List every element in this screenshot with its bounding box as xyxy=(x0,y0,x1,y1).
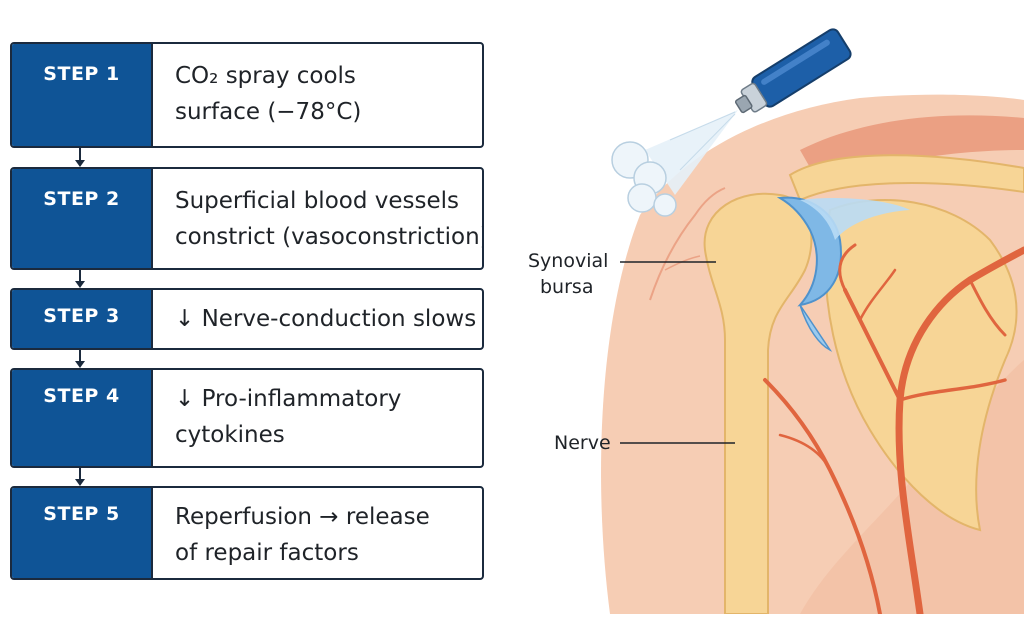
step-5-label: STEP 5 xyxy=(12,488,153,578)
nerve-callout: Nerve xyxy=(554,430,611,456)
bursa-lower xyxy=(799,304,833,352)
clavicle-bone xyxy=(788,154,1024,202)
spray-can-icon xyxy=(734,28,852,114)
bursa-callout-line1: Synovial xyxy=(528,250,609,272)
step-1-line1: CO₂ spray cools xyxy=(175,63,356,89)
step-2-line1: Superficial blood vessels xyxy=(175,188,459,214)
step-3-line1: ↓ Nerve-conduction slows xyxy=(175,306,477,332)
step-3-label: STEP 3 xyxy=(12,290,153,348)
humerus-bone xyxy=(703,192,813,615)
step-1-label: STEP 1 xyxy=(12,44,153,146)
steps-flowchart: STEP 1 CO₂ spray cools surface (−78°C) S… xyxy=(0,0,500,614)
step-5-line2: of repair factors xyxy=(175,540,359,566)
step-1-box: STEP 1 CO₂ spray cools surface (−78°C) xyxy=(10,42,484,148)
bursa-callout-line2: bursa xyxy=(540,276,594,298)
step-1-text: CO₂ spray cools surface (−78°C) xyxy=(153,44,482,146)
blood-vessels xyxy=(763,243,1024,618)
step-4-label: STEP 4 xyxy=(12,370,153,466)
step-2-text: Superficial blood vessels constrict (vas… xyxy=(153,169,484,268)
nerve-callout-label: Nerve xyxy=(554,432,611,454)
step-5-line1: Reperfusion → release xyxy=(175,504,430,530)
step-4-box: STEP 4 ↓ Pro-inflammatory cytokines xyxy=(10,368,484,468)
step-5-box: STEP 5 Reperfusion → release of repair f… xyxy=(10,486,484,580)
shoulder-anatomy-svg xyxy=(601,28,1024,618)
step-3-box: STEP 3 ↓ Nerve-conduction slows xyxy=(10,288,484,350)
bursa-callout: Synovial bursa xyxy=(528,248,608,300)
step-2-line2: constrict (vasoconstriction) xyxy=(175,224,484,250)
shoulder-illustration: Synovial bursa Nerve xyxy=(500,0,1024,618)
step-2-box: STEP 2 Superficial blood vessels constri… xyxy=(10,167,484,270)
step-4-line1: ↓ Pro-inflammatory xyxy=(175,386,402,412)
step-4-text: ↓ Pro-inflammatory cytokines xyxy=(153,370,482,466)
step-5-text: Reperfusion → release of repair factors xyxy=(153,488,482,578)
step-1-line2: surface (−78°C) xyxy=(175,99,362,125)
step-4-line2: cytokines xyxy=(175,422,285,448)
step-2-label: STEP 2 xyxy=(12,169,153,268)
spray-mist-icon xyxy=(611,110,738,217)
step-3-text: ↓ Nerve-conduction slows xyxy=(153,290,482,348)
skin-nerve xyxy=(649,187,726,301)
bursa-highlight xyxy=(800,198,910,240)
